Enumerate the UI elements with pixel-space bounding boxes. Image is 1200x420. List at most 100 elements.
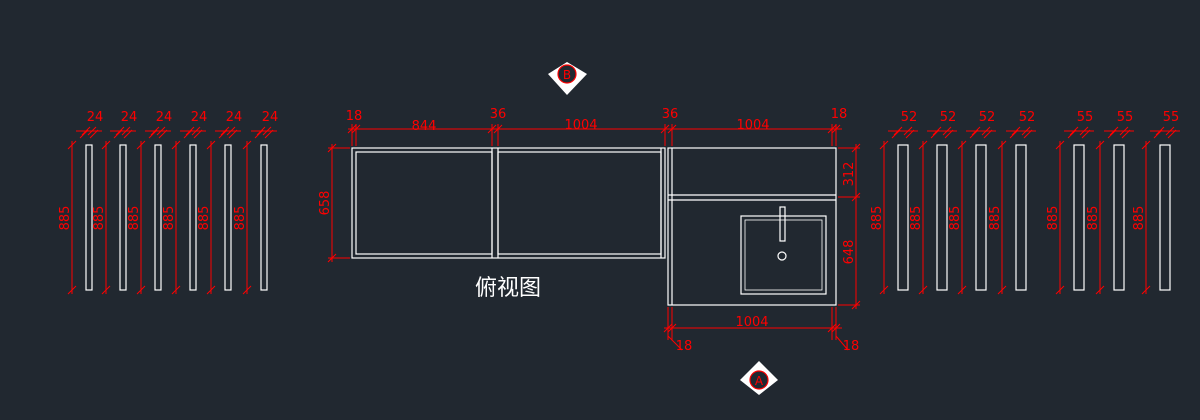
dim-label: 312 [842,162,857,187]
dim-label: 844 [412,119,437,134]
width-label: 55 [1117,110,1134,125]
width-label: 24 [226,110,243,125]
height-label: 885 [127,206,142,231]
width-label: 52 [901,110,918,125]
dim-ticks [1055,140,1065,295]
cabinet-outline [351,147,666,259]
dim-ticks [851,143,861,310]
panel-outline [189,144,197,291]
width-dim-line [888,126,918,139]
dim-label: 18 [346,109,363,124]
width-dim-line [927,126,957,139]
dim-ticks [1141,140,1151,295]
width-dim-line [110,126,136,139]
width-label: 24 [262,110,279,125]
dim-label: 1004 [736,118,769,133]
dim-label: 18 [676,339,693,354]
dim-label: 18 [843,339,860,354]
leader-line [835,335,849,351]
width-label: 24 [121,110,138,125]
dim-label: 36 [490,107,507,122]
dim-ticks [663,323,841,333]
dim-ticks [136,140,146,295]
width-label: 55 [1163,110,1180,125]
section-marker-a: A [740,361,778,395]
panel: 885 52 [909,110,957,295]
width-label: 52 [979,110,996,125]
section-marker-b: B [548,62,587,95]
dim-ticks [1095,140,1105,295]
width-label: 55 [1077,110,1094,125]
panel: 885 24 [127,110,173,295]
basin-outer [740,215,827,295]
dim-ticks [67,140,77,295]
panel: 885 52 [948,110,996,295]
dim-label: 648 [842,240,857,265]
height-label: 885 [988,206,1003,231]
width-dim-line [145,126,171,139]
dim-ticks [206,140,216,295]
right-panel-group-52: 885 52 885 52 885 52 885 52 [870,110,1036,295]
height-label: 885 [909,206,924,231]
width-dim-line [1150,126,1180,139]
width-label: 52 [940,110,957,125]
marker-label: B [563,68,571,82]
panel-outline [936,144,948,291]
panel-outline [119,144,127,291]
height-label: 885 [162,206,177,231]
marker-circle-icon [557,64,577,84]
view-title: 俯视图 [475,276,541,301]
dim-ticks [327,143,337,263]
basin-inner [744,219,823,291]
width-label: 52 [1019,110,1036,125]
panel-outline [975,144,987,291]
cabinet-compartment-2 [497,151,662,255]
width-dim-line [1064,126,1094,139]
width-label: 24 [156,110,173,125]
width-dim-line [1006,126,1036,139]
dim-label: 1004 [564,118,597,133]
height-label: 885 [197,206,212,231]
dim-label: 36 [662,107,679,122]
height-label: 885 [1046,206,1061,231]
panel-outline [1015,144,1027,291]
width-dim-line [180,126,206,139]
leader-line [667,335,683,351]
panel-outline [1113,144,1125,291]
dim-ticks [101,140,111,295]
panel: 885 52 [988,110,1036,295]
panel-outline [897,144,909,291]
dim-ticks [918,140,928,295]
panel: 885 55 [1046,110,1094,295]
panel: 885 55 [1132,110,1180,295]
width-label: 24 [191,110,208,125]
width-dim-line [215,126,241,139]
height-label: 885 [948,206,963,231]
sink-cabinet-outline [667,147,837,306]
dim-ticks [957,140,967,295]
top-view-dimensions [327,124,861,351]
height-label: 885 [870,206,885,231]
dim-ticks [879,140,889,295]
dim-ticks [242,140,252,295]
dim-label: 658 [318,191,333,216]
height-label: 885 [1132,206,1147,231]
width-label: 24 [87,110,104,125]
panel: 885 52 [870,110,918,295]
marker-circle-icon [749,370,769,390]
width-dim-line [76,126,102,139]
panel: 885 24 [197,110,243,295]
top-view-dim-labels: 18 844 36 1004 36 1004 18 658 312 648 10… [318,107,859,354]
marker-label: A [755,374,764,388]
dim-label: 18 [831,107,848,122]
panel-outline [260,144,268,291]
width-dim-line [966,126,996,139]
drain-icon [777,251,787,261]
